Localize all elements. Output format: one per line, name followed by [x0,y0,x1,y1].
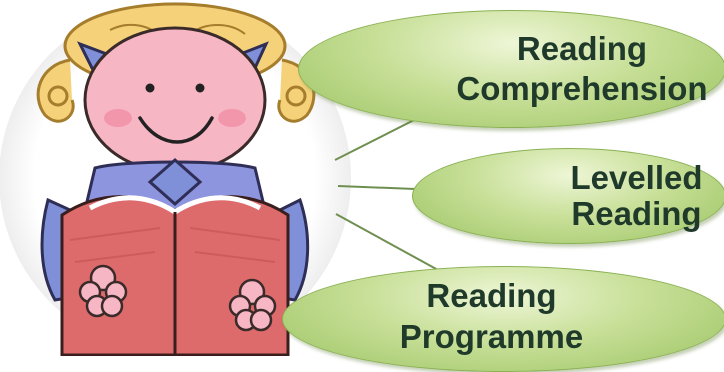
node-label: Reading Comprehension [456,30,708,107]
node-reading-programme: Reading Programme [282,266,724,372]
hand-left-icon [78,264,128,318]
connector-reading-programme [335,213,439,271]
book-icon [60,195,290,356]
connector-reading-comprehension [334,117,419,161]
girl-reading-illustration [0,2,441,356]
node-label: Reading Programme [399,277,584,355]
hand-right-icon [228,278,277,332]
face [83,26,267,174]
node-reading-comprehension: Reading Comprehension [298,10,724,128]
node-label: Levelled Reading [570,159,703,232]
node-levelled-reading: Levelled Reading [412,148,724,244]
